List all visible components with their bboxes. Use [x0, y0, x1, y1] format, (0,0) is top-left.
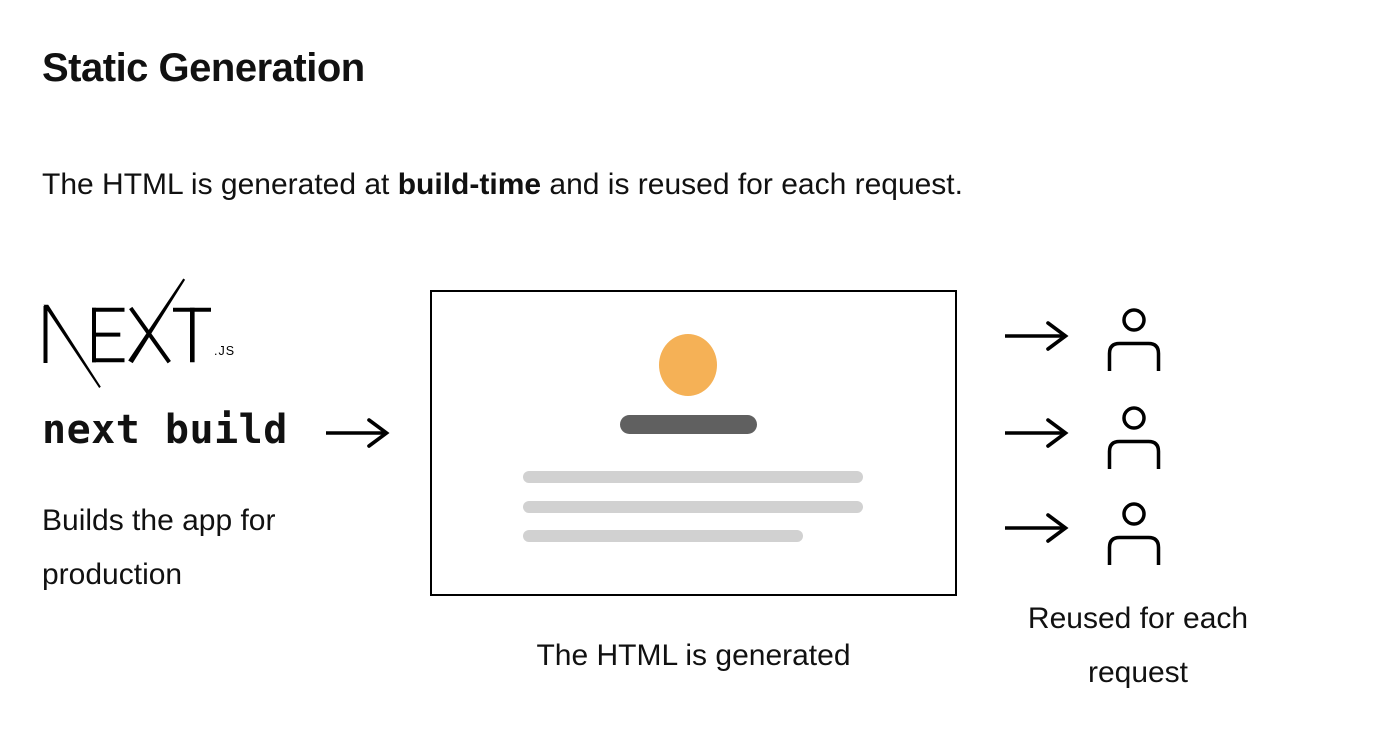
intro-bold-term: build-time: [397, 168, 542, 201]
reuse-caption-line: Reused for each: [1027, 602, 1249, 635]
arrow-right-icon: [1004, 321, 1068, 351]
arrow-right-icon: [1004, 513, 1068, 543]
heading-placeholder-bar: [620, 415, 757, 434]
preview-caption: The HTML is generated: [536, 639, 851, 672]
arrow-right-icon: [325, 418, 389, 448]
user-icon: [1107, 502, 1161, 565]
text-placeholder-bar: [523, 530, 803, 542]
intro-text: The HTML is generated at build-time and …: [42, 168, 963, 203]
arrow-right-icon: [1004, 418, 1068, 448]
avatar-placeholder: [659, 334, 717, 396]
page-title: Static Generation: [42, 46, 365, 90]
build-command: next build: [42, 407, 288, 453]
build-description: Builds the app for production: [42, 504, 276, 591]
reuse-caption: Reused for each request: [988, 592, 1288, 700]
text-placeholder-bar: [523, 501, 863, 513]
intro-text-before: The HTML is generated at: [42, 168, 398, 201]
reuse-caption-line: request: [1087, 656, 1189, 689]
user-icon: [1107, 406, 1161, 469]
nextjs-logo-suffix: .JS: [214, 344, 235, 358]
nextjs-logo: .JS: [43, 278, 235, 388]
html-page-preview: [430, 290, 957, 596]
nextjs-logo-n-tail: [43, 304, 101, 388]
user-icon: [1107, 308, 1161, 371]
intro-text-after: and is reused for each request.: [541, 168, 963, 201]
nextjs-logo-x-tail: [128, 278, 186, 364]
text-placeholder-bar: [523, 471, 863, 483]
